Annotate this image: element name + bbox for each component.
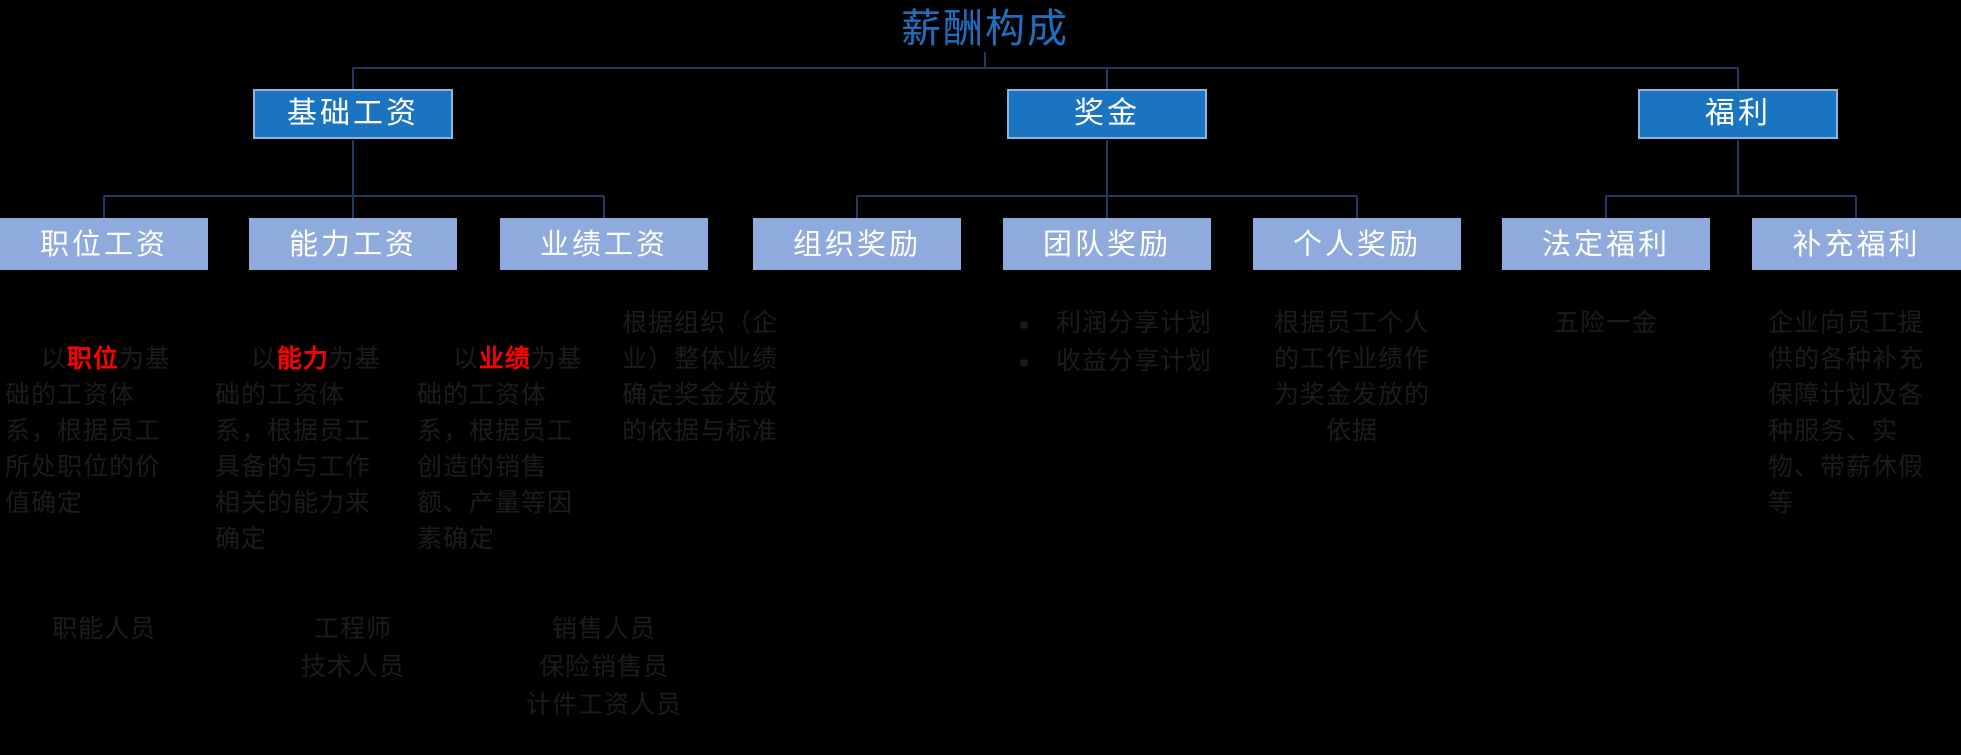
node-position-wage[interactable]: 职位工资 [0, 218, 208, 270]
desc-position-wage-suffix: 为基础的工资体系，根据员工所处职位的价值确定 [5, 344, 171, 517]
list-item: 利润分享计划 [1012, 305, 1212, 341]
node-individual-reward[interactable]: 个人奖励 [1253, 218, 1461, 270]
desc-supplementary-welfare: 企业向员工提供的各种补充保障计划及各种服务、实物、带薪休假等 [1768, 308, 1925, 517]
list-item: 收益分享计划 [1012, 343, 1212, 379]
node-performance-wage[interactable]: 业绩工资 [500, 218, 708, 270]
desc-ability-wage: 以能力为基础的工资体系，根据员工具备的与工作相关的能力来确定 [215, 305, 390, 593]
node-statutory-welfare[interactable]: 法定福利 [1502, 218, 1710, 270]
desc-performance-wage-prefix: 以 [452, 344, 479, 373]
roles-ability-wage: 工程师 技术人员 [300, 614, 405, 681]
desc-position-wage: 以职位为基础的工资体系，根据员工所处职位的价值确定 [5, 305, 180, 557]
desc-ability-wage-highlight: 能力 [276, 344, 329, 373]
node-base-salary[interactable]: 基础工资 [253, 89, 453, 139]
node-welfare[interactable]: 福利 [1638, 89, 1838, 139]
roles-position-wage: 职能人员 [51, 614, 156, 643]
node-ability-wage[interactable]: 能力工资 [249, 218, 457, 270]
node-bonus[interactable]: 奖金 [1007, 89, 1207, 139]
desc-org-reward: 根据组织（企业）整体业绩确定奖金发放的依据与标准 [621, 308, 778, 445]
desc-individual-reward: 根据员工个人的工作业绩作为奖金发放的依据 [1273, 308, 1430, 445]
desc-performance-wage-suffix: 为基础的工资体系，根据员工创造的销售额、产量等因素确定 [417, 344, 583, 553]
page-title: 薪酬构成 [901, 6, 1069, 52]
node-team-reward[interactable]: 团队奖励 [1003, 218, 1211, 270]
roles-performance-wage: 销售人员 保险销售员 计件工资人员 [525, 614, 682, 719]
desc-ability-wage-suffix: 为基础的工资体系，根据员工具备的与工作相关的能力来确定 [215, 344, 381, 553]
bullet-list-team-reward: 利润分享计划 收益分享计划 [1012, 305, 1212, 381]
node-supplementary-welfare[interactable]: 补充福利 [1752, 218, 1961, 270]
desc-performance-wage-highlight: 业绩 [478, 344, 531, 373]
desc-position-wage-highlight: 职位 [66, 344, 119, 373]
node-org-reward[interactable]: 组织奖励 [753, 218, 961, 270]
desc-position-wage-prefix: 以 [40, 344, 67, 373]
desc-performance-wage: 以业绩为基础的工资体系，根据员工创造的销售额、产量等因素确定 [417, 305, 592, 593]
desc-ability-wage-prefix: 以 [250, 344, 277, 373]
desc-statutory-welfare: 五险一金 [1553, 308, 1658, 337]
